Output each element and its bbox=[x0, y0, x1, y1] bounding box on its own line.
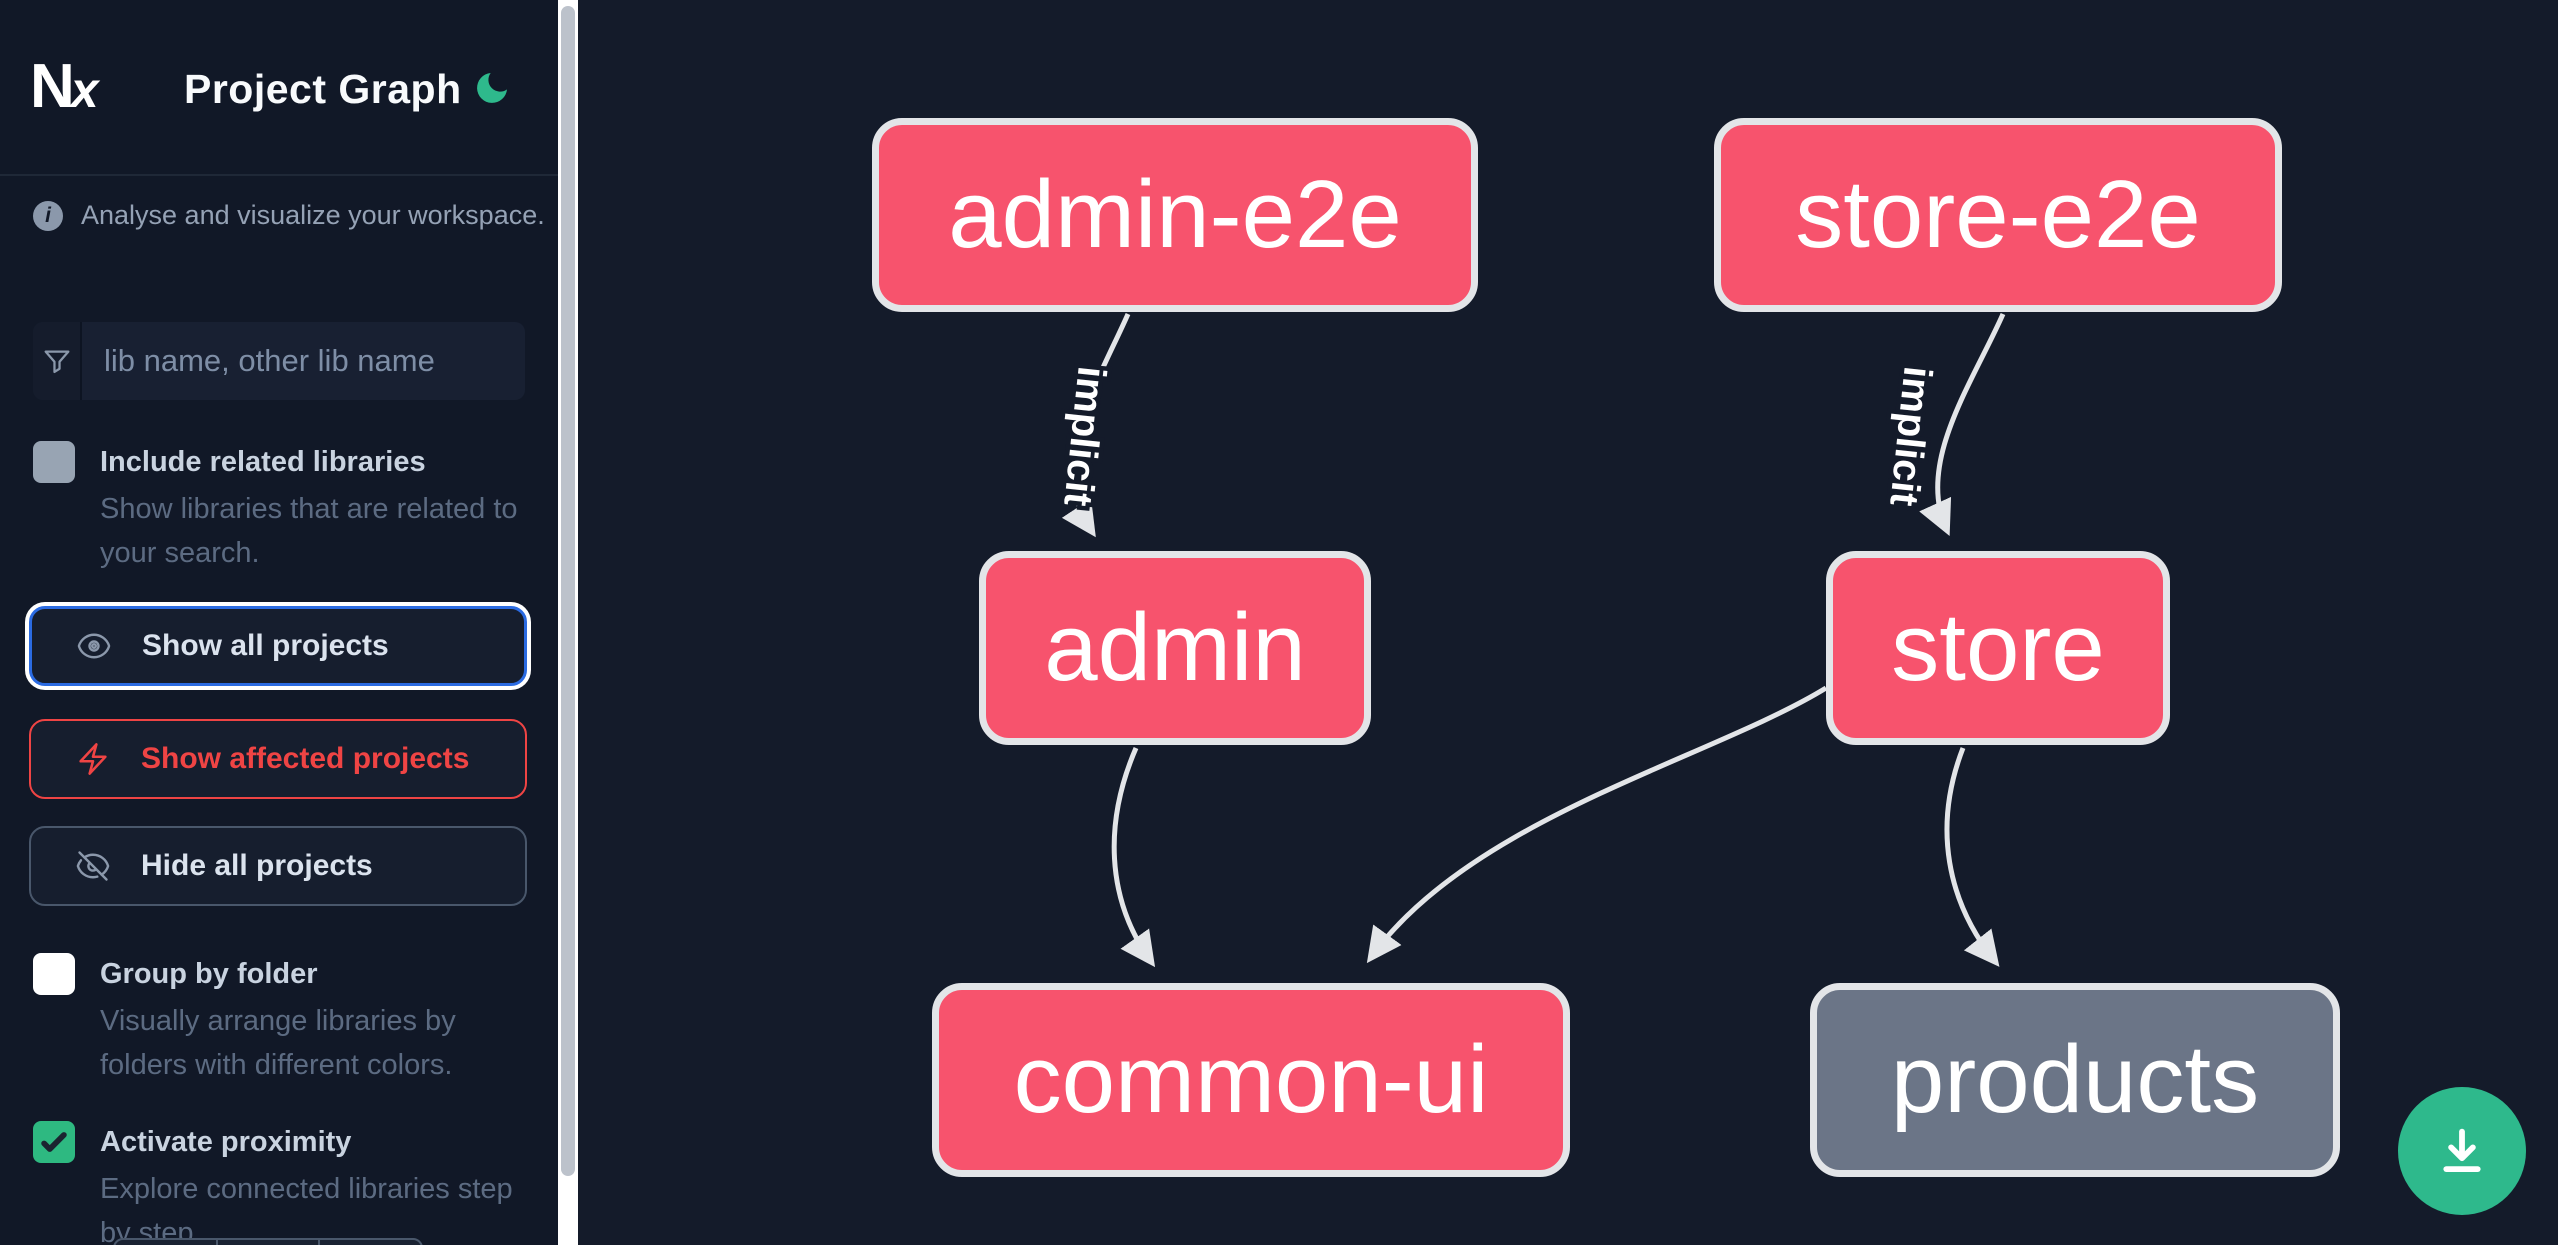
node-products-label: products bbox=[1890, 1026, 2260, 1133]
sidebar-header: Nx Project Graph bbox=[0, 0, 558, 176]
node-products[interactable]: products bbox=[1810, 983, 2340, 1177]
node-store-e2e-label: store-e2e bbox=[1795, 161, 2201, 268]
include-related-label: Include related libraries bbox=[100, 446, 426, 478]
show-all-projects-button[interactable]: Show all projects bbox=[29, 606, 527, 686]
download-icon bbox=[2443, 1128, 2481, 1173]
nx-logo: Nx bbox=[30, 56, 160, 122]
proximity-depth-value bbox=[218, 1240, 321, 1245]
download-image-button[interactable] bbox=[2398, 1087, 2526, 1215]
proximity-depth-increment[interactable] bbox=[320, 1240, 421, 1245]
group-by-folder-description: Visually arrange libraries by folders wi… bbox=[100, 1005, 456, 1081]
show-affected-projects-button[interactable]: Show affected projects bbox=[29, 719, 527, 799]
eye-icon bbox=[77, 633, 111, 659]
nx-logo-n: N bbox=[30, 52, 75, 121]
node-admin-e2e-label: admin-e2e bbox=[948, 161, 1402, 268]
filter-funnel-icon bbox=[33, 322, 82, 400]
show-all-projects-label: Show all projects bbox=[142, 629, 389, 662]
group-by-folder-label: Group by folder bbox=[100, 958, 318, 990]
page-title: Project Graph bbox=[184, 66, 462, 112]
activate-proximity-label: Activate proximity bbox=[100, 1126, 352, 1158]
edge-admin-e2e-admin[interactable] bbox=[1061, 312, 1131, 538]
activate-proximity-description: Explore connected libraries step by step… bbox=[100, 1173, 513, 1245]
info-icon: i bbox=[33, 200, 63, 231]
activate-proximity-checkbox[interactable] bbox=[33, 1121, 75, 1163]
sidebar-scrollbar-thumb[interactable] bbox=[561, 6, 575, 1176]
edge-store-products[interactable] bbox=[1944, 747, 2000, 967]
search-input[interactable] bbox=[82, 322, 525, 400]
hide-all-projects-label: Hide all projects bbox=[141, 849, 373, 882]
node-store-e2e[interactable]: store-e2e bbox=[1714, 118, 2282, 312]
theme-toggle-button[interactable] bbox=[472, 68, 512, 108]
moon-icon bbox=[477, 73, 507, 103]
bolt-icon bbox=[79, 743, 107, 775]
sidebar: Nx Project Graph i Analyse and visualize… bbox=[0, 0, 558, 1245]
include-related-checkbox[interactable] bbox=[33, 441, 75, 483]
hide-all-projects-button[interactable]: Hide all projects bbox=[29, 826, 527, 906]
eye-off-icon bbox=[76, 851, 110, 881]
group-by-folder-checkbox[interactable] bbox=[33, 953, 75, 995]
edge-store-common-ui[interactable] bbox=[1366, 685, 1828, 964]
nx-logo-x: x bbox=[70, 62, 99, 118]
sidebar-scrollbar-track[interactable] bbox=[558, 0, 578, 1245]
edge-store-e2e-store[interactable] bbox=[1919, 312, 2006, 536]
node-store-label: store bbox=[1891, 594, 2105, 701]
node-common-ui-label: common-ui bbox=[1013, 1026, 1489, 1133]
tagline-text: Analyse and visualize your workspace. bbox=[81, 200, 545, 230]
node-admin-e2e[interactable]: admin-e2e bbox=[872, 118, 1478, 312]
check-icon bbox=[41, 1132, 67, 1152]
include-related-row: Include related libraries Show libraries… bbox=[33, 439, 533, 575]
search-box bbox=[33, 322, 525, 400]
node-common-ui[interactable]: common-ui bbox=[932, 983, 1570, 1177]
activate-proximity-row: Activate proximity Explore connected lib… bbox=[33, 1119, 533, 1245]
show-affected-projects-label: Show affected projects bbox=[141, 742, 470, 775]
proximity-depth-control[interactable] bbox=[113, 1238, 423, 1245]
edge-admin-common-ui[interactable] bbox=[1111, 747, 1156, 968]
node-admin[interactable]: admin bbox=[979, 551, 1371, 745]
node-store[interactable]: store bbox=[1826, 551, 2170, 745]
proximity-depth-decrement[interactable] bbox=[115, 1240, 218, 1245]
workspace-tagline: i Analyse and visualize your workspace. bbox=[33, 200, 545, 231]
include-related-description: Show libraries that are related to your … bbox=[100, 493, 518, 569]
node-admin-label: admin bbox=[1044, 594, 1306, 701]
group-by-folder-row: Group by folder Visually arrange librari… bbox=[33, 951, 533, 1087]
